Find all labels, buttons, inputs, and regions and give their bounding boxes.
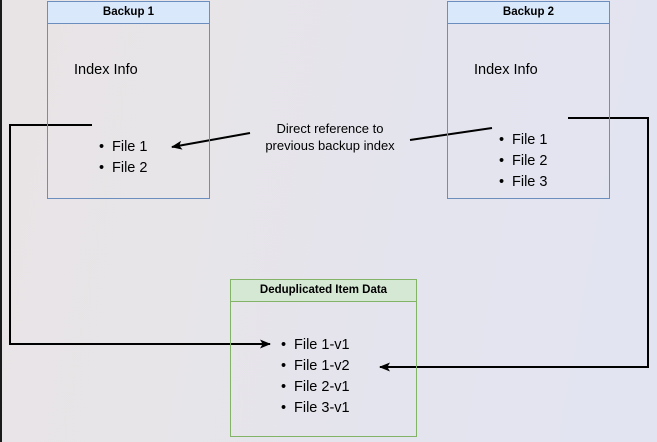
node-backup-1[interactable]: Backup 1 Index Info File 1 File 2 xyxy=(47,1,210,199)
list-item: File 2 xyxy=(99,158,147,179)
list-item: File 2 xyxy=(499,151,547,172)
list-item: File 1-v1 xyxy=(281,335,350,356)
node-backup-1-header: Backup 1 xyxy=(48,2,209,24)
edge-label-direct-reference: Direct reference to previous backup inde… xyxy=(250,120,410,154)
node-deduplicated-item-data-header: Deduplicated Item Data xyxy=(231,280,416,302)
left-page-rule xyxy=(0,0,2,442)
list-item: File 1-v2 xyxy=(281,356,350,377)
edge-label-line-1: Direct reference to xyxy=(276,121,384,136)
node-deduplicated-item-data[interactable]: Deduplicated Item Data File 1-v1 File 1-… xyxy=(230,279,417,437)
node-backup-2-header: Backup 2 xyxy=(448,2,609,24)
backup-1-index-info-label: Index Info xyxy=(74,62,138,78)
node-backup-1-body: Index Info File 1 File 2 xyxy=(48,24,209,198)
list-item: File 3 xyxy=(499,172,547,193)
backup-1-file-list: File 1 File 2 xyxy=(99,137,147,179)
backup-2-file-list: File 1 File 2 File 3 xyxy=(499,130,547,193)
list-item: File 3-v1 xyxy=(281,398,350,419)
node-backup-2[interactable]: Backup 2 Index Info File 1 File 2 File 3 xyxy=(447,1,610,199)
list-item: File 1 xyxy=(499,130,547,151)
dedup-file-list: File 1-v1 File 1-v2 File 2-v1 File 3-v1 xyxy=(281,335,350,419)
list-item: File 1 xyxy=(99,137,147,158)
list-item: File 2-v1 xyxy=(281,377,350,398)
backup-2-index-info-label: Index Info xyxy=(474,62,538,78)
node-deduplicated-item-data-body: File 1-v1 File 1-v2 File 2-v1 File 3-v1 xyxy=(231,302,416,436)
node-backup-2-body: Index Info File 1 File 2 File 3 xyxy=(448,24,609,198)
edge-label-line-2: previous backup index xyxy=(265,138,395,153)
